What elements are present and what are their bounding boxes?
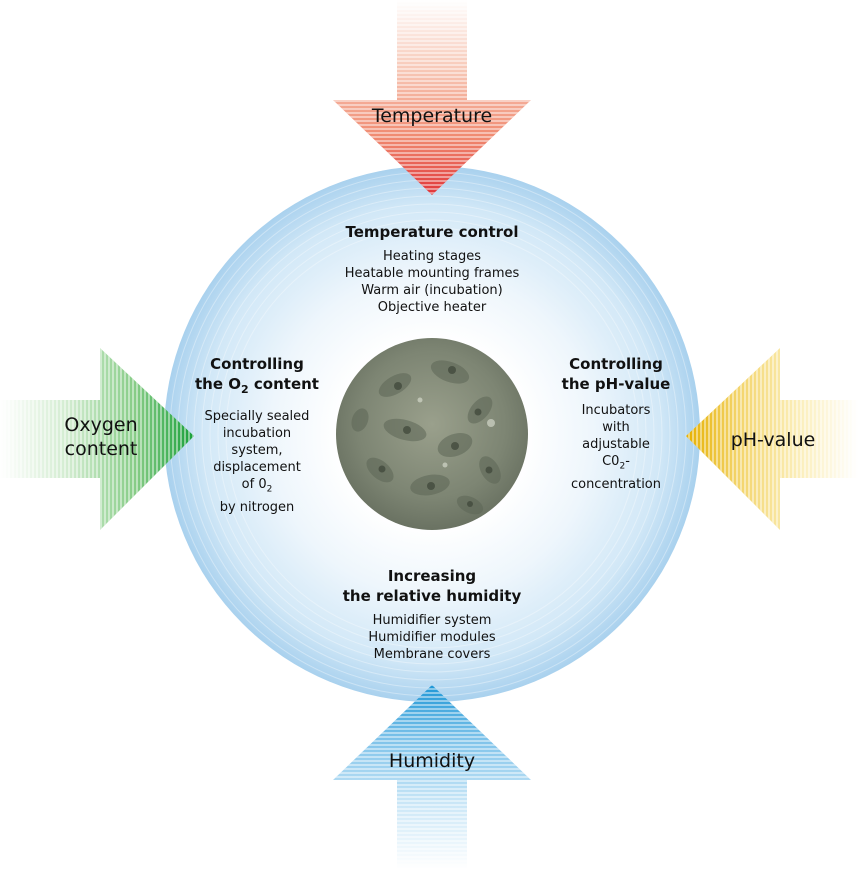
ph-item: with bbox=[602, 420, 630, 435]
temperature-item: Heating stages bbox=[383, 249, 481, 264]
oxygen-item: by nitrogen bbox=[219, 499, 295, 515]
ph-arrow-label: pH-value bbox=[730, 429, 816, 451]
temperature-arrow-label: Temperature bbox=[371, 105, 493, 127]
ph-item: concentration bbox=[570, 476, 662, 492]
ph-arrow bbox=[686, 348, 858, 530]
oxygen-control-section: Controlling the O2 content Specially sea… bbox=[192, 354, 322, 516]
ph-heading-line2: the pH-value bbox=[561, 375, 671, 393]
humidity-arrow-label: Humidity bbox=[388, 750, 476, 772]
temperature-item: Heatable mounting frames bbox=[344, 266, 520, 281]
ph-item: C02- bbox=[602, 454, 630, 472]
oxygen-item: Specially sealed bbox=[204, 409, 310, 424]
oxygen-label-line1: Oxygen bbox=[64, 414, 138, 436]
temperature-item: Objective heater bbox=[377, 300, 487, 315]
oxygen-arrow bbox=[0, 348, 194, 530]
humidity-item: Humidifier modules bbox=[368, 630, 496, 645]
oxygen-item: of 02 bbox=[241, 477, 273, 495]
oxygen-item: displacement bbox=[213, 460, 301, 475]
ph-heading-line1: Controlling bbox=[569, 355, 663, 373]
ph-control-section: Controlling the pH-value Incubators with… bbox=[552, 354, 680, 493]
cell-culture-micrograph bbox=[336, 338, 528, 530]
ph-item: adjustable bbox=[582, 437, 650, 452]
oxygen-heading-line2: the O2 content bbox=[195, 375, 319, 396]
temperature-item: Warm air (incubation) bbox=[361, 283, 503, 298]
humidity-arrow bbox=[333, 685, 531, 869]
temperature-control-heading: Temperature control bbox=[345, 223, 519, 241]
temperature-arrow bbox=[333, 0, 531, 195]
oxygen-arrow-label: Oxygen content bbox=[36, 413, 166, 461]
humidity-item: Membrane covers bbox=[373, 647, 491, 662]
humidity-heading-line2: the relative humidity bbox=[342, 587, 522, 605]
oxygen-label-line2: content bbox=[64, 438, 138, 460]
humidity-item: Humidifier system bbox=[372, 613, 492, 628]
oxygen-item: system, bbox=[231, 443, 283, 458]
humidity-control-section: Increasing the relative humidity Humidif… bbox=[282, 566, 582, 663]
ph-item: Incubators bbox=[581, 403, 651, 418]
oxygen-item: incubation bbox=[222, 426, 292, 441]
humidity-heading-line1: Increasing bbox=[387, 567, 477, 585]
temperature-control-section: Temperature control Heating stages Heata… bbox=[282, 222, 582, 316]
oxygen-heading-line1: Controlling bbox=[210, 355, 304, 373]
